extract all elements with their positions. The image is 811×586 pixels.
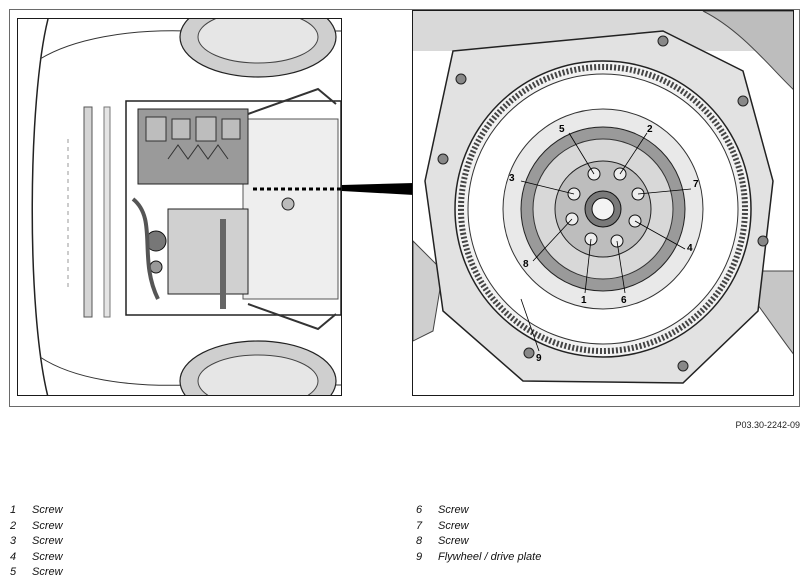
legend-item: 7 Screw — [416, 519, 541, 535]
legend-label: Screw — [32, 566, 63, 579]
legend-number: 2 — [10, 519, 17, 532]
legend-number: 7 — [416, 519, 423, 532]
legend-item: 1 Screw — [10, 503, 63, 519]
legend-item: 3 Screw — [10, 534, 63, 550]
callout-3: 3 — [509, 173, 515, 184]
legend-label: Screw — [32, 519, 63, 532]
legend-item: 9 Flywheel / drive plate — [416, 550, 541, 566]
callout-9: 9 — [536, 353, 542, 364]
callout-8: 8 — [523, 259, 529, 270]
legend-number: 6 — [416, 504, 423, 516]
callout-6: 6 — [621, 295, 627, 306]
legend-number: 4 — [10, 550, 17, 563]
legend-item: 5 Screw — [10, 565, 63, 581]
legend-item: 2 Screw — [10, 519, 63, 535]
legend-number: 9 — [416, 550, 423, 563]
legend-number: 3 — [10, 535, 17, 548]
flywheel-detail-illustration: 5 2 3 7 4 8 1 6 9 — [412, 10, 794, 396]
legend-label: Screw — [438, 519, 469, 532]
callout-5: 5 — [559, 124, 565, 135]
legend-label: Screw — [32, 535, 63, 548]
legend-item: 8 Screw — [416, 534, 541, 550]
vehicle-underside-illustration — [17, 18, 342, 396]
figure-code: P03.30-2242-09 — [735, 420, 800, 430]
legend-number: 5 — [10, 566, 17, 579]
callout-1: 1 — [581, 295, 587, 306]
callout-7: 7 — [693, 179, 699, 190]
legend-label: Screw — [438, 535, 469, 548]
legend-label: Screw — [32, 504, 63, 516]
legend-number: 1 — [10, 504, 17, 516]
detail-connector — [342, 183, 414, 195]
legend-number: 8 — [416, 535, 423, 548]
legend-label: Screw — [32, 550, 63, 563]
legend-label: Flywheel / drive plate — [438, 550, 542, 563]
legend-item: 6 Screw — [416, 503, 541, 519]
legend-item: 4 Screw — [10, 550, 63, 566]
callout-4: 4 — [687, 243, 693, 254]
callout-2: 2 — [647, 124, 653, 135]
legend-label: Screw — [438, 504, 469, 516]
